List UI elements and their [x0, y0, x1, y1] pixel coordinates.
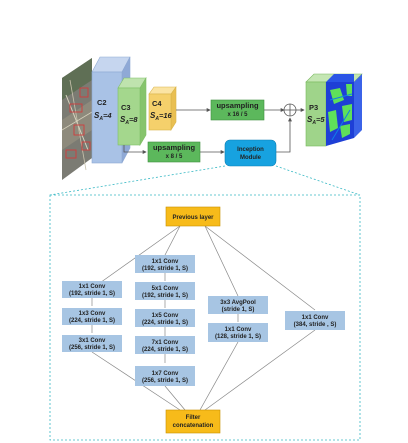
branch1-box-1-params: (224, stride 1, S) — [69, 318, 115, 324]
inception-label-line2: Module — [240, 155, 262, 161]
branch2-box-1-params: (192, stride 1, S) — [142, 293, 188, 299]
inception-connectors — [89, 225, 316, 411]
c4-scale: SA=16 — [150, 111, 173, 122]
branch1-box-2: 3x1 Conv (256, stride 1, S) — [62, 335, 122, 352]
branch3-box-0-title: 3x3 AvgPool — [220, 300, 256, 306]
c4-label: C4 — [152, 99, 162, 108]
sum-node-icon — [283, 103, 297, 117]
top-connections — [123, 108, 305, 154]
branch2-box-2: 1x5 Conv (224, stride 1, S) — [135, 309, 195, 327]
branch2-box-3: 7x1 Conv (224, stride 1, S) — [135, 336, 195, 354]
branch2-box-3-params: (224, stride 1, S) — [142, 347, 188, 353]
input-aerial-image — [61, 58, 93, 180]
upsampling-top-title: upsampling — [216, 101, 259, 110]
p3-output-block: P3 SA=5 — [305, 73, 363, 147]
branch1-box-0: 1x1 Conv (192, stride 1, S) — [62, 281, 122, 298]
branch2-box-1-title: 5x1 Conv — [152, 286, 179, 292]
upsampling-top-factor: x 16 / 5 — [227, 112, 248, 118]
branch3-box-0: 3x3 AvgPool (stride 1, S) — [208, 296, 268, 314]
c3-label: C3 — [121, 103, 131, 112]
branch1-box-0-params: (192, stride 1, S) — [69, 291, 115, 297]
inception-module-box: Inception Module — [224, 139, 277, 167]
c2-label: C2 — [97, 98, 107, 107]
branch1-box-2-title: 3x1 Conv — [79, 338, 106, 344]
previous-layer-label: Previous layer — [172, 215, 214, 221]
branch2-box-0: 1x1 Conv (192, stride 1, S) — [135, 255, 195, 273]
upsampling-top-box: upsampling x 16 / 5 — [210, 99, 265, 121]
filter-concat-line1: Filter — [186, 415, 201, 421]
zoom-guide-lines — [49, 165, 361, 196]
branch4-box-0-title: 1x1 Conv — [302, 315, 329, 321]
previous-layer-box: Previous layer — [165, 206, 221, 227]
upsampling-bottom-title: upsampling — [153, 143, 196, 152]
c3-feature-block: C3 SA=8 — [117, 76, 147, 147]
c4-feature-block: C4 SA=16 — [148, 86, 177, 132]
branch2-box-0-params: (192, stride 1, S) — [142, 266, 188, 272]
p3-scale: SA=5 — [307, 115, 325, 126]
branch1-box-1: 1x3 Conv (224, stride 1, S) — [62, 308, 122, 325]
branch3-box-1-params: (128, stride 1, S) — [215, 334, 261, 340]
branch2-box-2-params: (224, stride 1, S) — [142, 320, 188, 326]
branch2-box-3-title: 7x1 Conv — [152, 340, 179, 346]
inception-detail-frame — [49, 194, 361, 441]
filter-concatenation-box: Filter concatenation — [165, 409, 221, 434]
inception-label-line1: Inception — [237, 147, 264, 153]
c2-scale: SA=4 — [94, 111, 112, 122]
branch3-box-1: 1x1 Conv (128, stride 1, S) — [208, 323, 268, 342]
branch4-box-0-params: (384, stride , S) — [294, 322, 337, 328]
c2-front-face — [91, 71, 123, 164]
branch3-box-0-params: (stride 1, S) — [222, 307, 255, 313]
upsampling-bottom-box: upsampling x 8 / 5 — [147, 141, 201, 163]
filter-concat-line2: concatenation — [173, 423, 214, 429]
branch2-box-4-title: 1x7 Conv — [152, 371, 179, 377]
branch2-box-4: 1x7 Conv (256, stride 1, S) — [135, 366, 195, 386]
branch2-box-1: 5x1 Conv (192, stride 1, S) — [135, 282, 195, 300]
p3-front-face — [305, 81, 327, 147]
branch1-box-1-title: 1x3 Conv — [79, 311, 106, 317]
c3-scale: SA=8 — [120, 115, 138, 126]
c4-front-face — [148, 93, 172, 131]
branch2-box-2-title: 1x5 Conv — [152, 313, 179, 319]
c3-front-face — [117, 87, 141, 146]
branch2-box-0-title: 1x1 Conv — [152, 259, 179, 265]
branch4-box-0: 1x1 Conv (384, stride , S) — [285, 311, 345, 330]
branch2-box-4-params: (256, stride 1, S) — [142, 378, 188, 384]
branch3-box-1-title: 1x1 Conv — [225, 327, 252, 333]
upsampling-bottom-factor: x 8 / 5 — [166, 154, 183, 160]
branch1-box-2-params: (256, stride 1, S) — [69, 345, 115, 351]
p3-label: P3 — [309, 103, 318, 112]
branch1-box-0-title: 1x1 Conv — [79, 284, 106, 290]
